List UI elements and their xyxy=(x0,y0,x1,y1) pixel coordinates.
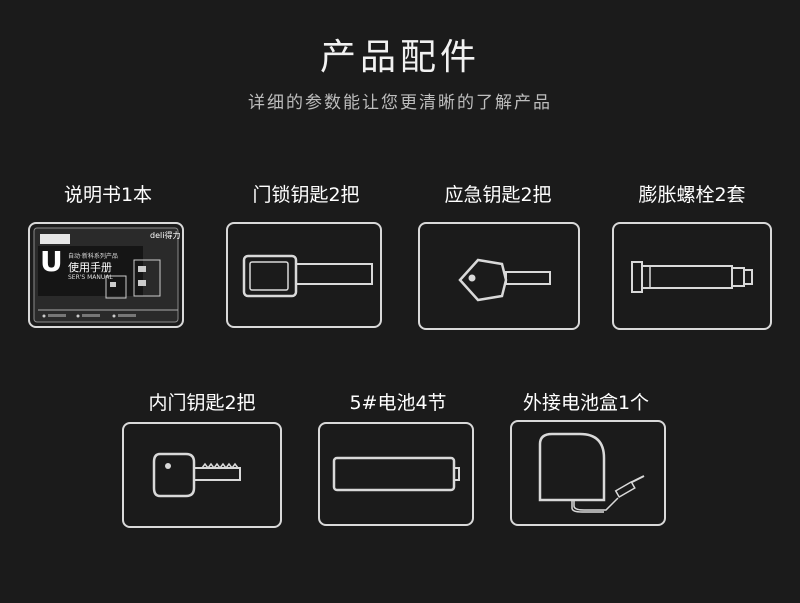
item-label-door-key: 门锁钥匙2把 xyxy=(252,184,360,206)
accessory-card-emergency-key xyxy=(418,222,580,330)
item-label-emergency-key: 应急钥匙2把 xyxy=(444,184,552,206)
manual-icon xyxy=(33,227,179,323)
inner-key-icon xyxy=(152,452,241,498)
accessory-card-battery xyxy=(318,422,474,526)
item-label-battery-box: 外接电池盒1个 xyxy=(522,392,650,414)
accessory-card-bolt xyxy=(612,222,772,330)
accessory-card-manual: deli得力 U 自动·新科系列产品 使用手册 SER'S MANUAL xyxy=(28,222,184,328)
manual-line3: SER'S MANUAL xyxy=(68,274,113,281)
emergency-key-icon xyxy=(458,258,551,302)
page-subtitle: 详细的参数能让您更清晰的了解产品 xyxy=(248,93,552,113)
item-label-manual: 说明书1本 xyxy=(63,184,153,206)
accessory-card-inner-key xyxy=(122,422,282,528)
accessory-card-door-key xyxy=(226,222,382,328)
battery-box-icon xyxy=(538,432,645,513)
key-icon xyxy=(242,254,373,298)
item-label-battery: 5#电池4节 xyxy=(349,392,447,414)
manual-brand: deli得力 xyxy=(150,231,181,240)
manual-line2: 使用手册 xyxy=(68,261,112,274)
manual-line1: 自动·新科系列产品 xyxy=(68,253,118,260)
battery-icon xyxy=(332,456,460,492)
item-label-inner-key: 内门钥匙2把 xyxy=(148,392,256,414)
bolt-icon xyxy=(631,261,753,293)
accessory-card-battery-box xyxy=(510,420,666,526)
page-title: 产品配件 xyxy=(319,37,480,78)
manual-letter: U xyxy=(40,245,63,278)
item-label-bolt: 膨胀螺栓2套 xyxy=(638,184,746,206)
